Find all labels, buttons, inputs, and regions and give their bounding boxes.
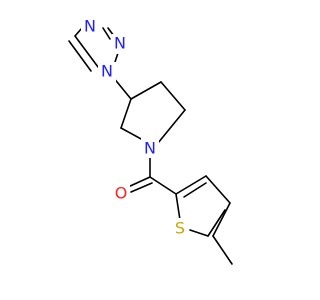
atom-label-n3: N	[101, 62, 113, 81]
atom-n3-triazole: N	[98, 62, 116, 82]
bond-c5-n1-triazole-double	[68, 40, 92, 72]
atom-label-n1: N	[84, 17, 96, 36]
bond-th-c2-c3	[175, 175, 207, 195]
atom-label-s: S	[175, 219, 185, 238]
atom-o-carbonyl: O	[112, 184, 130, 204]
bond-carbonyl-double-2	[130, 182, 153, 193]
bond-th-c4-c5	[212, 202, 231, 237]
pyrrolidine-ring	[120, 81, 186, 144]
bond-methyl	[212, 235, 233, 265]
atom-n1-triazole: N	[81, 17, 99, 38]
bond-th-c5-s	[189, 229, 209, 237]
atom-label-n2: N	[114, 34, 126, 53]
bond-th-s-c2	[175, 193, 181, 221]
bond-pyr-c4-c5	[160, 81, 186, 111]
atom-n2-triazole: N	[112, 34, 130, 54]
bond-pyr-c5-n	[157, 109, 186, 144]
bond-n2-n3-triazole-double	[102, 27, 111, 40]
bond-carbonyl-thiophene	[149, 176, 177, 195]
bond-pyr-c3-c4	[130, 81, 162, 100]
atom-n-pyrrolidine: N	[141, 138, 159, 158]
atom-label-n4: N	[144, 139, 156, 158]
atom-label-o: O	[115, 184, 128, 203]
bond-pyr-c2-c3	[120, 98, 132, 129]
bond-carbonyl-double-1	[127, 176, 151, 188]
molecule-structure-diagram: N N N N O S	[68, 17, 233, 265]
atom-s-thiophene: S	[171, 218, 189, 238]
thiophene-ring	[175, 175, 231, 237]
bond-th-c3-c4	[205, 175, 231, 204]
bond-c5-n1-triazole	[74, 35, 99, 68]
bond-pyr-n-c2	[120, 127, 144, 141]
bond-th-c2-c3-double	[183, 182, 207, 198]
bond-th-c4-c5-double	[207, 209, 226, 237]
